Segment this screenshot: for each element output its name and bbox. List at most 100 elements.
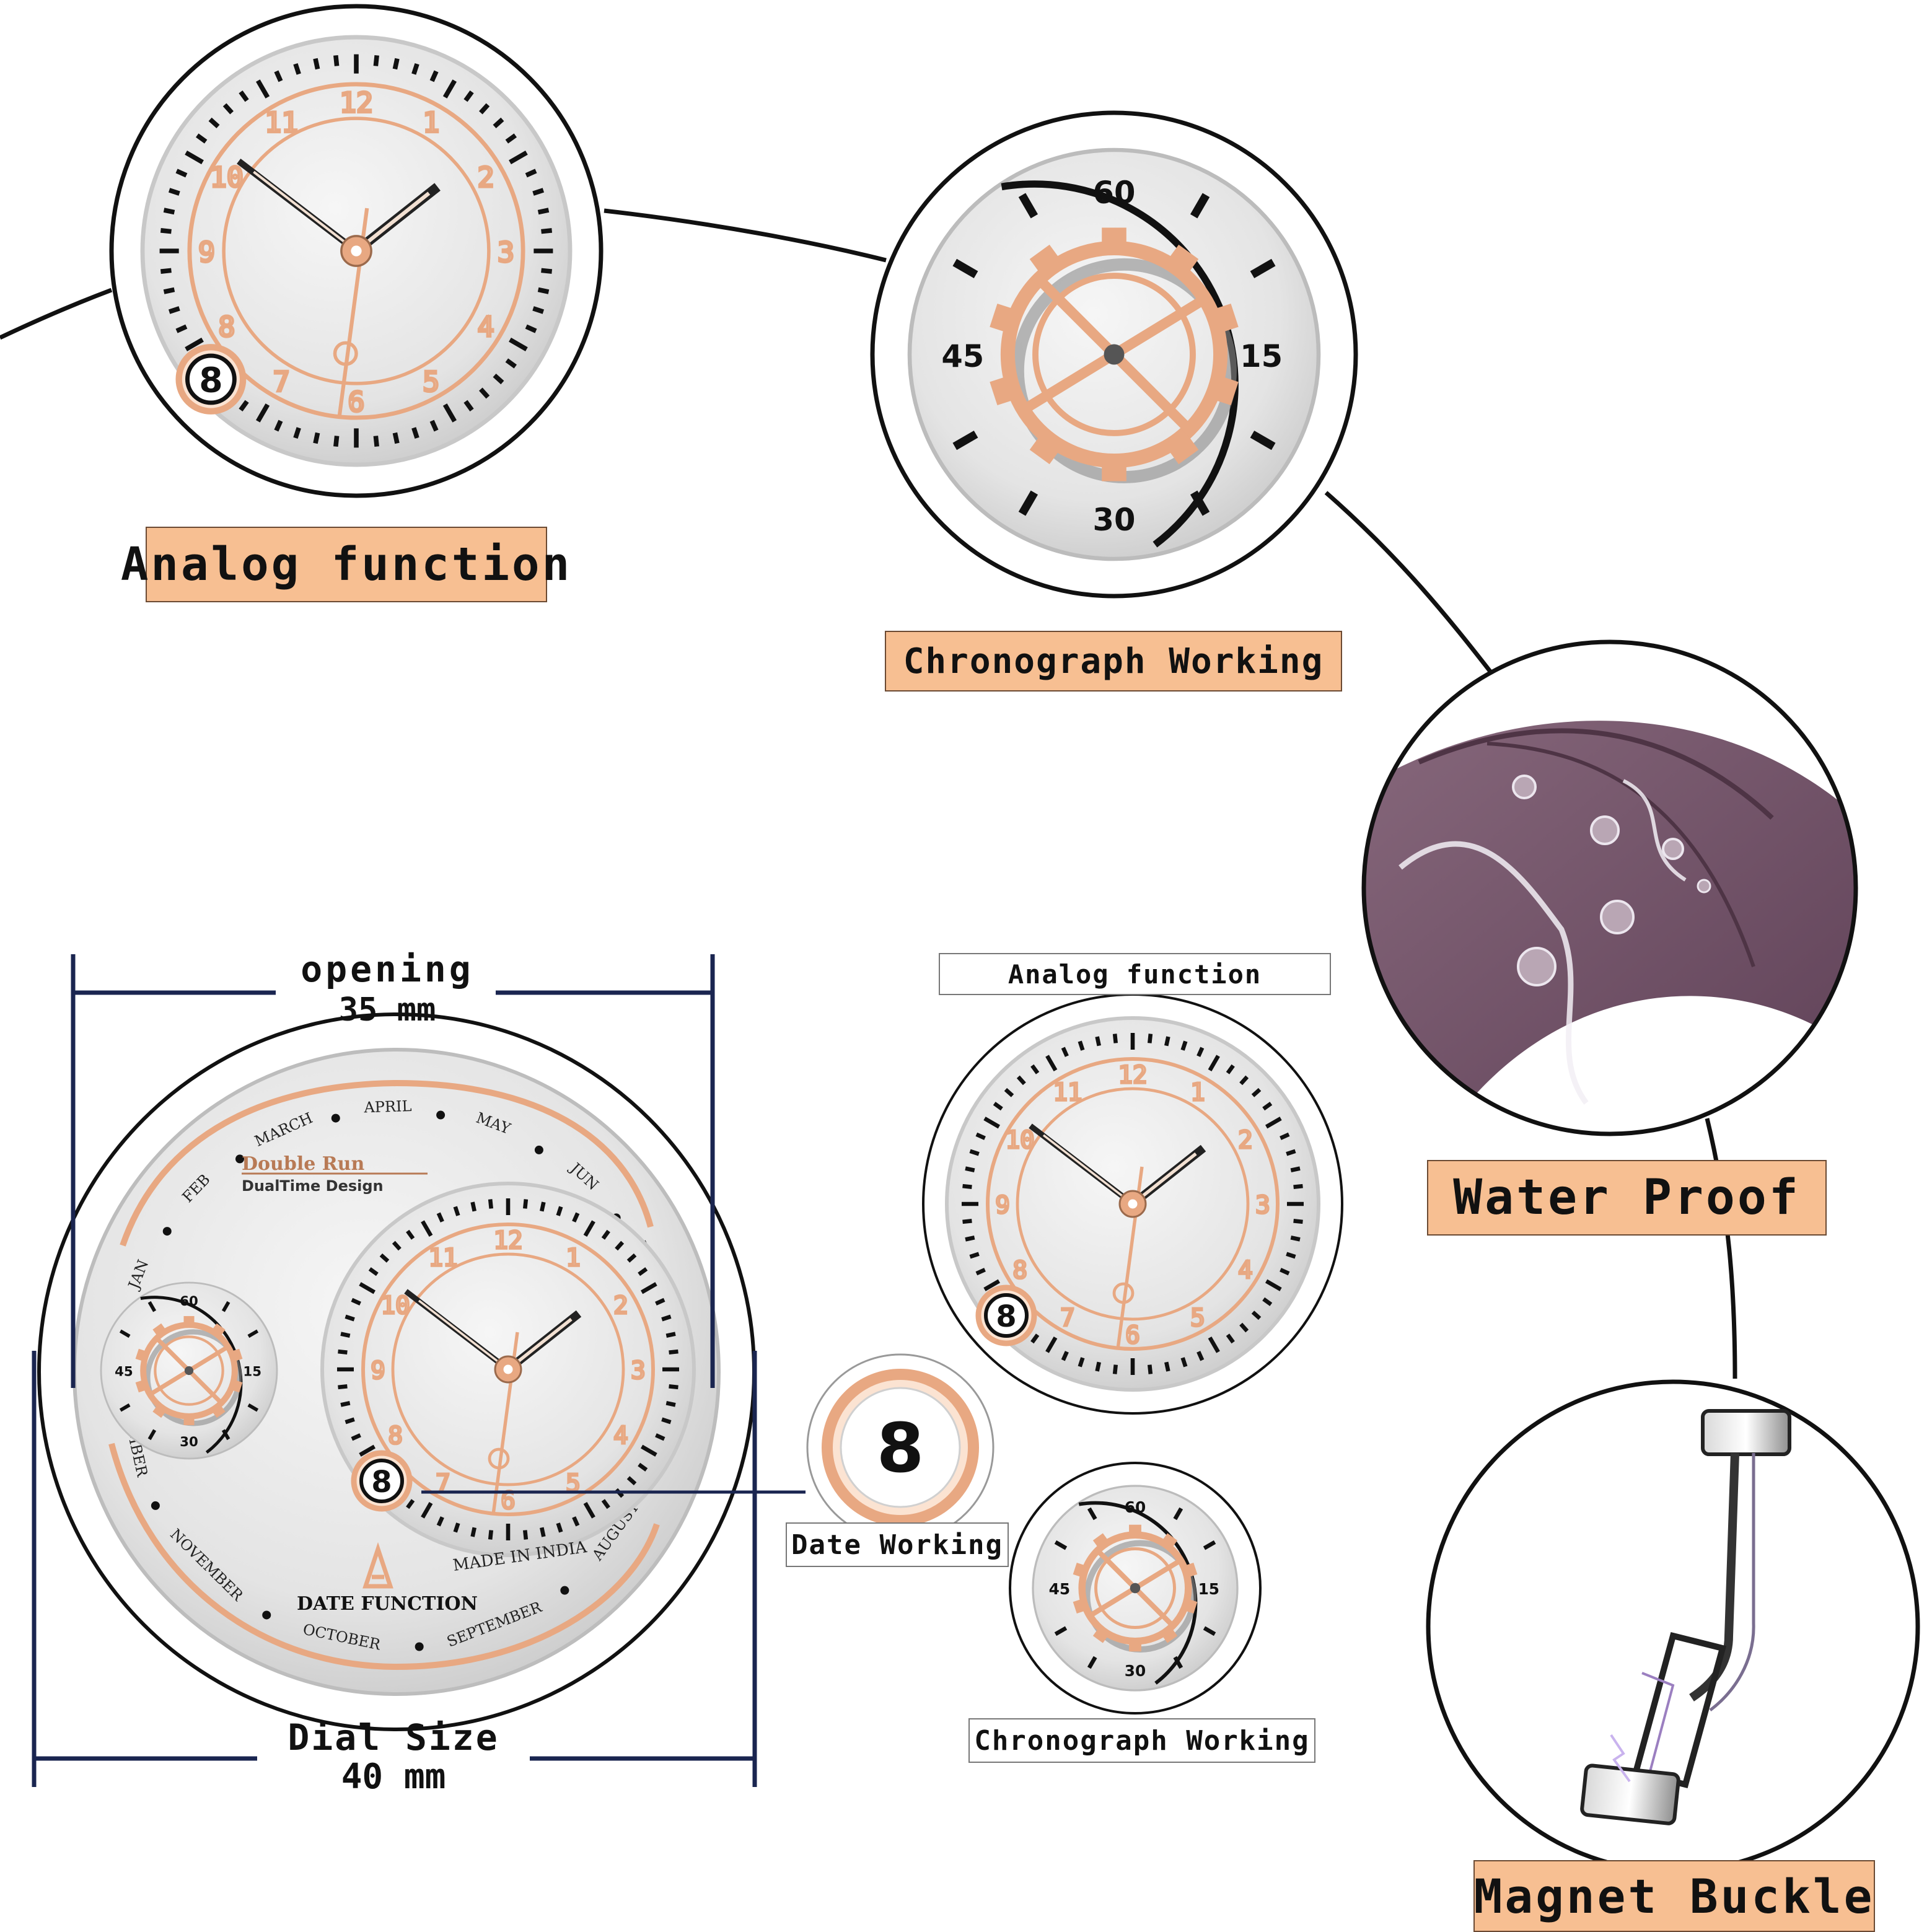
chrono-tick — [119, 1329, 131, 1338]
minute-tick — [655, 1298, 665, 1306]
minute-tick — [406, 1229, 415, 1240]
minute-tick — [195, 133, 208, 144]
hour-numeral: 5 — [1190, 1304, 1205, 1332]
gear-tooth — [1129, 1524, 1141, 1537]
minute-tick — [665, 1401, 676, 1407]
hour-numeral: 12 — [494, 1227, 523, 1255]
minute-tick — [525, 324, 537, 333]
minute-tick — [965, 1166, 975, 1172]
minute-tick — [168, 306, 180, 314]
minute-tick — [537, 287, 550, 294]
hour-numeral: 11 — [265, 106, 298, 139]
minute-tick — [962, 1219, 972, 1224]
chronograph-working-small-label: Chronograph Working — [968, 1718, 1315, 1763]
minute-tick — [1262, 1297, 1273, 1306]
minute-tick — [1016, 1075, 1026, 1086]
minute-tick — [163, 208, 175, 215]
chrono-tick — [1203, 1540, 1216, 1550]
minute-tick — [1078, 1357, 1085, 1368]
minute-tick — [1280, 1268, 1290, 1276]
minute-tick — [1045, 1336, 1058, 1353]
minute-tick — [351, 1298, 361, 1306]
minute-tick — [1061, 1351, 1069, 1361]
minute-tick — [488, 1199, 494, 1209]
hour-numeral: 12 — [1118, 1061, 1148, 1089]
minute-tick — [556, 1522, 563, 1533]
minute-tick — [601, 1229, 610, 1240]
minute-tick — [1265, 1117, 1282, 1129]
minute-tick — [345, 1314, 355, 1322]
minute-tick — [969, 1149, 980, 1156]
chrono-label: 45 — [941, 338, 984, 374]
minute-tick — [541, 268, 553, 274]
minute-tick — [373, 55, 379, 66]
minute-tick — [638, 1267, 648, 1276]
date-window-number: 8 — [996, 1299, 1016, 1334]
minute-tick — [640, 1282, 657, 1294]
minute-tick — [479, 103, 490, 115]
minute-tick — [442, 403, 457, 423]
minute-tick — [541, 228, 553, 234]
minute-tick — [1226, 1064, 1235, 1074]
gear-tooth — [210, 1323, 226, 1338]
opening-label: opening — [301, 948, 474, 990]
minute-tick — [470, 1527, 476, 1537]
minute-tick — [479, 387, 490, 399]
hour-numeral: 11 — [1053, 1079, 1082, 1107]
gear-tooth — [1102, 457, 1126, 481]
gear-tooth — [1164, 244, 1199, 279]
minute-tick — [368, 1267, 379, 1276]
minute-tick — [1251, 1087, 1262, 1097]
minute-tick — [1262, 1102, 1273, 1111]
minute-tick — [1004, 1087, 1014, 1097]
minute-tick — [392, 58, 400, 70]
minute-tick — [1290, 1236, 1301, 1242]
minute-tick — [522, 1199, 529, 1209]
gear-tooth — [1029, 244, 1065, 279]
hour-numeral: 8 — [1012, 1257, 1027, 1284]
hour-numeral: 3 — [631, 1357, 645, 1385]
gear-tooth — [990, 303, 1021, 335]
minute-tick — [1197, 1047, 1205, 1057]
water-proof-badge: Water Proof — [1427, 1160, 1827, 1236]
hour-numeral: 5 — [423, 365, 439, 398]
minute-tick — [168, 188, 180, 196]
chrono-tick — [952, 258, 978, 279]
date-window-number: 8 — [371, 1465, 392, 1499]
hour-numeral: 1 — [423, 106, 439, 139]
minute-tick — [421, 1501, 433, 1519]
minute-tick — [453, 1206, 460, 1216]
minute-tick — [274, 70, 283, 82]
date-number-large: 8 — [877, 1408, 924, 1488]
minute-tick — [340, 1401, 351, 1407]
gear-tooth — [1207, 374, 1239, 406]
chrono-tick — [247, 1329, 259, 1338]
minute-tick — [626, 1253, 637, 1263]
minute-tick — [406, 1499, 415, 1509]
minute-tick — [505, 133, 517, 144]
minute-tick — [983, 1279, 1001, 1291]
minute-tick — [208, 117, 220, 128]
hour-numeral: 7 — [273, 365, 290, 398]
minute-tick — [1148, 1364, 1153, 1374]
water-splash-icon — [1364, 721, 1856, 1134]
minute-tick — [293, 427, 301, 439]
minute-tick — [1030, 1064, 1040, 1074]
minute-tick — [429, 70, 439, 82]
hour-numeral: 4 — [1238, 1257, 1252, 1284]
minute-tick — [1148, 1034, 1153, 1043]
hour-numeral: 1 — [1190, 1079, 1205, 1107]
minute-tick — [601, 1499, 610, 1509]
gear-tooth — [1073, 1598, 1089, 1614]
minute-tick — [532, 188, 545, 196]
minute-tick — [411, 427, 419, 439]
minute-tick — [525, 169, 537, 178]
minute-tick — [1239, 1322, 1249, 1333]
chrono-label: 30 — [1093, 502, 1136, 538]
minute-tick — [436, 1212, 444, 1223]
hour-numeral: 12 — [340, 86, 373, 119]
minute-tick — [293, 63, 301, 75]
